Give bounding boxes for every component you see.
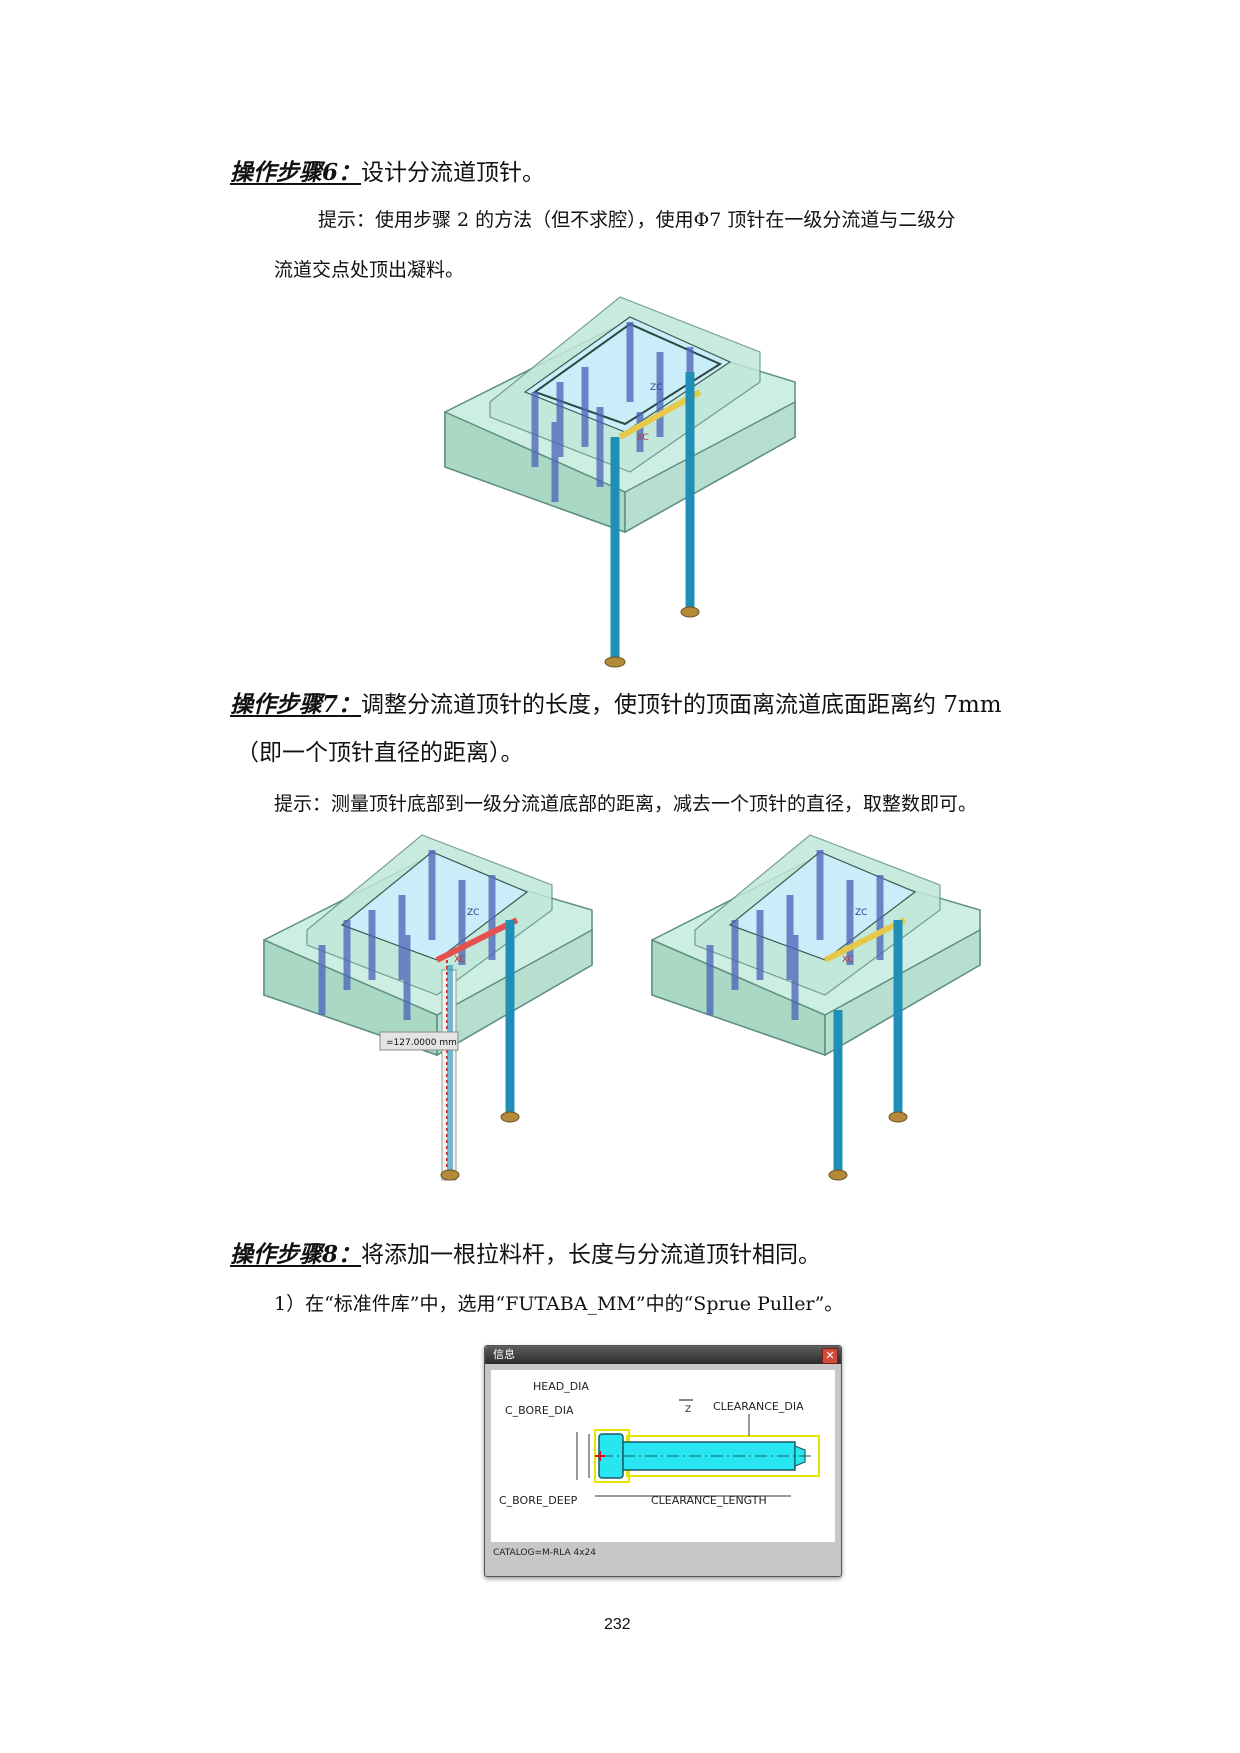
figure-measure-pin-right: ZC XC <box>651 834 981 1181</box>
inner-pins <box>318 850 496 1020</box>
label-c-bore-deep: C_BORE_DEEP <box>499 1494 578 1507</box>
axis-zc: ZC <box>855 908 867 918</box>
ejector-pin-right-head <box>680 606 700 618</box>
axis-zc: ZC <box>650 383 662 393</box>
step8-label: 操作步骤8： <box>230 1241 362 1268</box>
figure-mold-runner-pins: ZC XC <box>444 296 796 668</box>
inner-pins <box>706 850 884 1020</box>
axis-xc: XC <box>637 433 649 443</box>
mold-base-side <box>624 400 796 534</box>
step7-hint: 提示：测量顶针底部到一级分流道底部的距离，减去一个顶针的直径，取整数即可。 <box>274 793 978 815</box>
step6-hint-line2: 流道交点处顶出凝料。 <box>274 259 465 281</box>
cavity-outline <box>532 322 723 426</box>
info-dialog: 信息 ✕ HEAD_DIA C_BORE_DIA CLEARANCE_DIA C… <box>484 1345 842 1577</box>
label-clearance-dia: CLEARANCE_DIA <box>713 1400 804 1413</box>
step6-hint-line1: 提示：使用步骤 2 的方法（但不求腔），使用Φ7 顶针在一级分流道与二级分 <box>318 209 956 231</box>
step7-text-line1: 调整分流道顶针的长度，使顶针的顶面离流道底面距离约 7mm <box>361 692 1002 718</box>
page-number: 232 <box>604 1616 631 1633</box>
measure-readout: =127.0000 mm <box>386 1038 457 1048</box>
step8-heading: 操作步骤8：将添加一根拉料杆，长度与分流道顶针相同。 <box>230 1240 821 1270</box>
runner-highlight <box>435 917 519 963</box>
runner <box>823 917 907 963</box>
figure-measure-pin-left: ZC XC =127.0000 mm <box>263 834 593 1181</box>
step6-text: 设计分流道顶针。 <box>361 160 546 186</box>
ejector-pin-right-head <box>500 1111 520 1123</box>
step8-sub1: 1）在“标准件库”中，选用“FUTABA_MM”中的“Sprue Puller”… <box>274 1293 844 1315</box>
label-head-dia: HEAD_DIA <box>533 1380 589 1393</box>
step7-text-line2: （即一个顶针直径的距离）。 <box>236 740 524 766</box>
measure-readout-box <box>379 1031 459 1051</box>
sprue-puller-diagram: HEAD_DIA C_BORE_DIA CLEARANCE_DIA C_BORE… <box>491 1370 835 1542</box>
ejector-pin-right-head <box>888 1111 908 1123</box>
label-z: Z <box>685 1405 691 1415</box>
step8-text: 将添加一根拉料杆，长度与分流道顶针相同。 <box>361 1242 822 1268</box>
close-button[interactable]: ✕ <box>822 1348 838 1364</box>
label-c-bore-dia: C_BORE_DIA <box>505 1404 574 1417</box>
step7-heading: 操作步骤7：调整分流道顶针的长度，使顶针的顶面离流道底面距离约 7mm <box>230 690 1002 720</box>
axis-xc: XC <box>454 955 466 965</box>
step6-label: 操作步骤6： <box>230 159 362 186</box>
step6-heading: 操作步骤6：设计分流道顶针。 <box>230 158 545 188</box>
label-clearance-length: CLEARANCE_LENGTH <box>651 1494 767 1507</box>
axis-xc: XC <box>842 955 854 965</box>
ejector-pin-adjusted-head <box>828 1169 848 1181</box>
ejector-pin-measured-head <box>440 1169 460 1181</box>
step7-label: 操作步骤7： <box>230 691 362 718</box>
axis-zc: ZC <box>467 908 479 918</box>
catalog-text: CATALOG=M-RLA 4x24 <box>493 1548 596 1558</box>
dialog-title: 信息 <box>485 1346 841 1364</box>
ejector-pin-left-head <box>604 656 626 668</box>
